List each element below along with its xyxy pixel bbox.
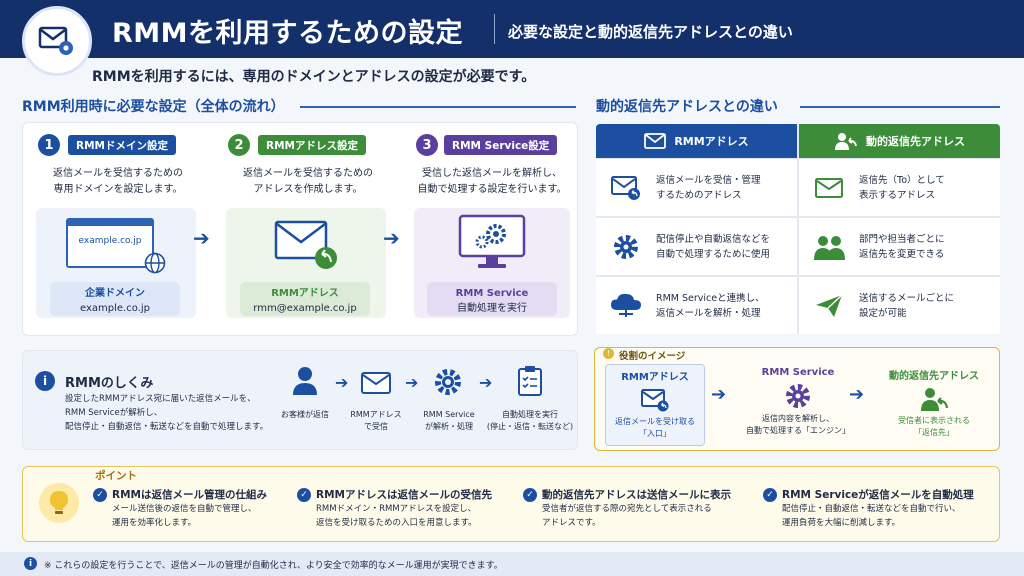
arrow-right-icon: ➔ (405, 373, 419, 392)
page-subtitle: 必要な設定と動的返信先アドレスとの違い (508, 23, 793, 41)
step-number: 1 (38, 134, 60, 156)
info-icon: i (35, 371, 55, 391)
group-icon (799, 234, 859, 260)
step-3: 3 RMM Service設定 受信した返信メールを解析し、自動で処理する設定を… (408, 130, 576, 330)
check-icon: ✓ (763, 488, 777, 502)
mail-icon (799, 177, 859, 199)
footer-bar: i ※ これらの設定を行うことで、返信メールの管理が自動化され、より安全で効率的… (0, 552, 1024, 576)
arrow-right-icon: ➔ (849, 384, 865, 405)
gear-icon (433, 367, 463, 400)
person-reply-icon (875, 386, 993, 412)
mail-reply-icon (596, 174, 656, 202)
cloud-icon (596, 292, 656, 320)
arrow-right-icon: ➔ (383, 226, 400, 250)
compare-col-header-dynamic: 動的返信先アドレス (799, 124, 1000, 158)
lead-text: RMMを利用するには、専用のドメインとアドレスの設定が必要です。 (92, 69, 536, 85)
monitor-gear-icon (458, 214, 526, 275)
role-card: RMMアドレス 返信メールを受け取る「入口」 (605, 364, 705, 446)
compare-table: RMMアドレス 動的返信先アドレス 返信メールを受信・管理するためのアドレス 返… (596, 124, 1000, 334)
gear-icon (596, 233, 656, 261)
browser-icon: example.co.jp (66, 218, 154, 268)
compare-col-header-rmm: RMMアドレス (596, 124, 797, 158)
compare-title: 動的返信先アドレスとの違い (596, 99, 778, 115)
mechanism-title: RMMのしくみ (65, 376, 154, 391)
point-item: ✓RMMは返信メール管理の仕組み メール送信後の返信を自動で管理し、運用を効率化… (93, 487, 293, 530)
compare-cell: 送信するメールごとに設定が可能 (799, 277, 1000, 334)
check-icon: ✓ (297, 488, 311, 502)
checklist-icon (517, 365, 543, 400)
footer-note: ※ これらの設定を行うことで、返信メールの管理が自動化され、より安全で効率的なメ… (44, 561, 503, 571)
person-reply-icon (835, 133, 857, 150)
role-card: 動的返信先アドレス 受信者に表示される「返信先」 (875, 364, 993, 446)
flow-title: RMM利用時に必要な設定（全体の流れ） (22, 99, 285, 115)
lightbulb-icon: ! (603, 348, 614, 359)
step-2: 2 RMMアドレス設定 返信メールを受信するためのアドレスを作成します。 RMM… (218, 130, 398, 330)
mail-settings-icon (22, 6, 92, 76)
points-panel: ポイント ✓RMMは返信メール管理の仕組み メール送信後の返信を自動で管理し、運… (22, 466, 1000, 542)
person-icon (291, 365, 319, 398)
step-desc: 返信メールを受信するための専用ドメインを設定します。 (53, 168, 183, 195)
mechanism-step-label: 自動処理を実行(停止・返信・転送など) (486, 410, 574, 431)
info-icon: i (24, 557, 37, 570)
point-item: ✓RMMアドレスは返信メールの受信先 RMMドメイン・RMMアドレスを設定し、返… (297, 487, 517, 530)
compare-cell: 配信停止や自動返信などを自動で処理するために使用 (596, 218, 797, 275)
compare-cell: 返信先（To）として表示するアドレス (799, 159, 1000, 216)
page-title: RMMを利用するための設定 (112, 18, 464, 49)
mail-reply-icon (606, 387, 704, 413)
compare-cell: 部門や担当者ごとに返信先を変更できる (799, 218, 1000, 275)
check-icon: ✓ (93, 488, 107, 502)
mechanism-step-label: お客様が返信 (281, 410, 329, 419)
flow-title-line (300, 106, 576, 108)
step-label: RMMドメイン設定 (68, 135, 176, 155)
arrow-right-icon: ➔ (193, 226, 210, 250)
compare-cell: 返信メールを受信・管理するためのアドレス (596, 159, 797, 216)
check-icon: ✓ (523, 488, 537, 502)
mechanism-panel: i RMMのしくみ 設定したRMMアドレス宛に届いた返信メールを、RMM Ser… (22, 350, 578, 450)
send-icon (799, 293, 859, 319)
step-desc: 返信メールを受信するためのアドレスを作成します。 (243, 168, 373, 195)
header-bar: RMMを利用するための設定 必要な設定と動的返信先アドレスとの違い (0, 0, 1024, 58)
step-label: RMM Service設定 (444, 135, 558, 155)
arrow-right-icon: ➔ (711, 384, 727, 405)
compare-cell: RMM Serviceと連携し、返信メールを解析・処理 (596, 277, 797, 334)
step-number: 2 (228, 134, 250, 156)
roles-panel: ! 役割のイメージ RMMアドレス 返信メールを受け取る「入口」 ➔ RMM S… (594, 347, 1000, 451)
globe-icon (144, 252, 166, 277)
point-item: ✓RMM Serviceが返信メールを自動処理 配信停止・自動返信・転送などを自… (763, 487, 995, 530)
points-title: ポイント (95, 470, 137, 482)
point-item: ✓動的返信先アドレスは送信メールに表示 受信者が返信する際の宛先として表示される… (523, 487, 759, 530)
mechanism-desc: 設定したRMMアドレス宛に届いた返信メールを、RMM Serviceが解析し、配… (65, 394, 269, 432)
compare-title-line (800, 106, 1000, 108)
gear-icon (735, 382, 861, 410)
mail-icon (644, 133, 667, 149)
step-number: 3 (416, 134, 438, 156)
arrow-right-icon: ➔ (335, 373, 349, 392)
role-card: RMM Service 返信内容を解析し、自動で処理する「エンジン」 (735, 364, 861, 446)
header-divider (494, 14, 495, 44)
step-1: 1 RMMドメイン設定 返信メールを受信するための専用ドメインを設定します。 e… (28, 130, 208, 330)
mechanism-step-label: RMMアドレスで受信 (350, 410, 402, 431)
lightbulb-icon (39, 483, 79, 523)
arrow-right-icon: ➔ (479, 373, 493, 392)
mail-reply-icon (272, 216, 342, 275)
roles-title: 役割のイメージ (619, 351, 686, 362)
step-desc: 受信した返信メールを解析し、自動で処理する設定を行います。 (417, 168, 567, 195)
mail-icon (360, 371, 392, 398)
step-label: RMMアドレス設定 (258, 135, 366, 155)
